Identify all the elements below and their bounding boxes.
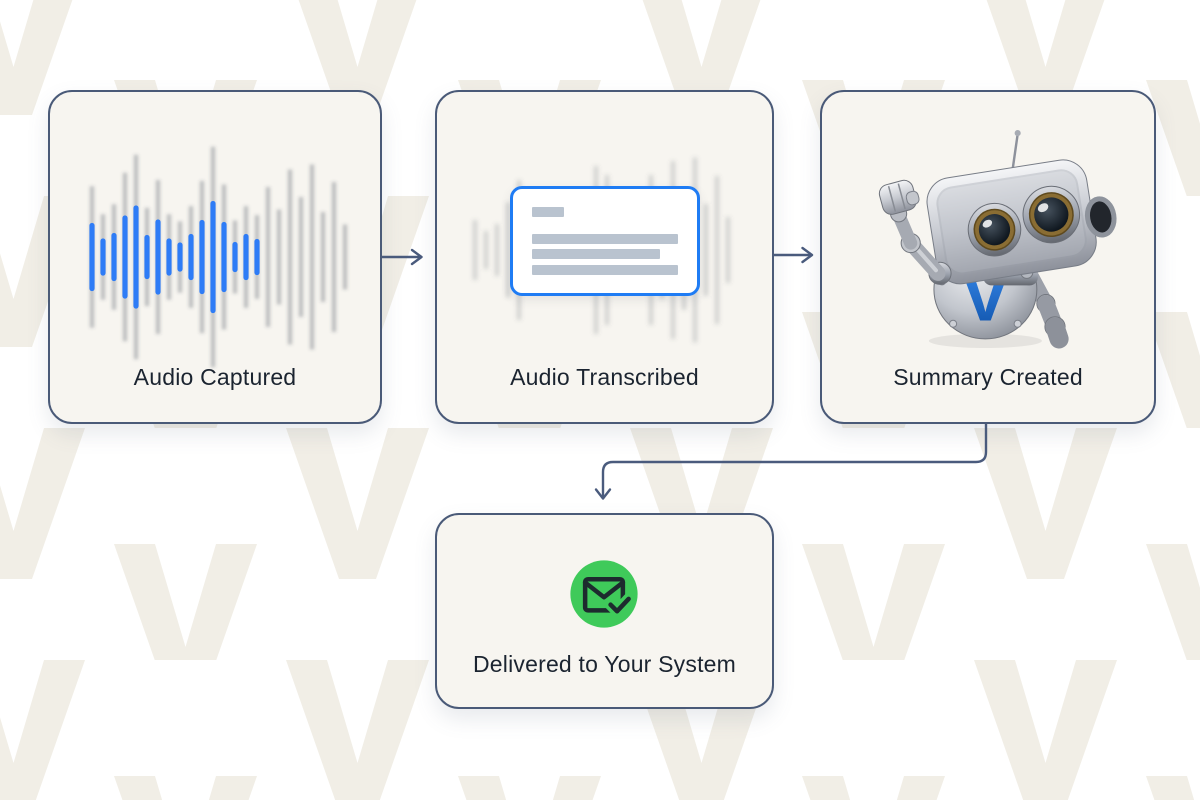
robot-right-eye: [1022, 185, 1081, 244]
transcript-text-line: [532, 265, 678, 275]
transcript-text-line: [532, 234, 678, 244]
robot-right-arm: [1024, 269, 1069, 349]
step-card-audio-captured: Audio Captured: [48, 90, 382, 424]
step-label: Audio Captured: [133, 364, 297, 390]
waveform-icon: [89, 146, 348, 368]
robot-left-arm: [878, 179, 952, 285]
step-card-delivered: Delivered to Your System: [435, 513, 774, 709]
step-label: Summary Created: [893, 364, 1083, 390]
robot-mascot: V: [878, 130, 1117, 349]
transcript-card-icon: [510, 186, 700, 296]
step-label: Audio Transcribed: [510, 364, 699, 390]
step-card-summary-created: V: [820, 90, 1156, 424]
envelope-check-icon: [570, 560, 638, 628]
robot-ear: [1084, 196, 1117, 238]
transcript-title-line: [532, 207, 564, 217]
transcript-text-line: [532, 249, 660, 259]
robot-head: [926, 159, 1117, 285]
robot-left-eye: [967, 202, 1022, 257]
step-card-audio-transcribed: Audio Transcribed: [435, 90, 774, 424]
robot-fist: [878, 179, 920, 215]
step-label: Delivered to Your System: [472, 651, 737, 677]
